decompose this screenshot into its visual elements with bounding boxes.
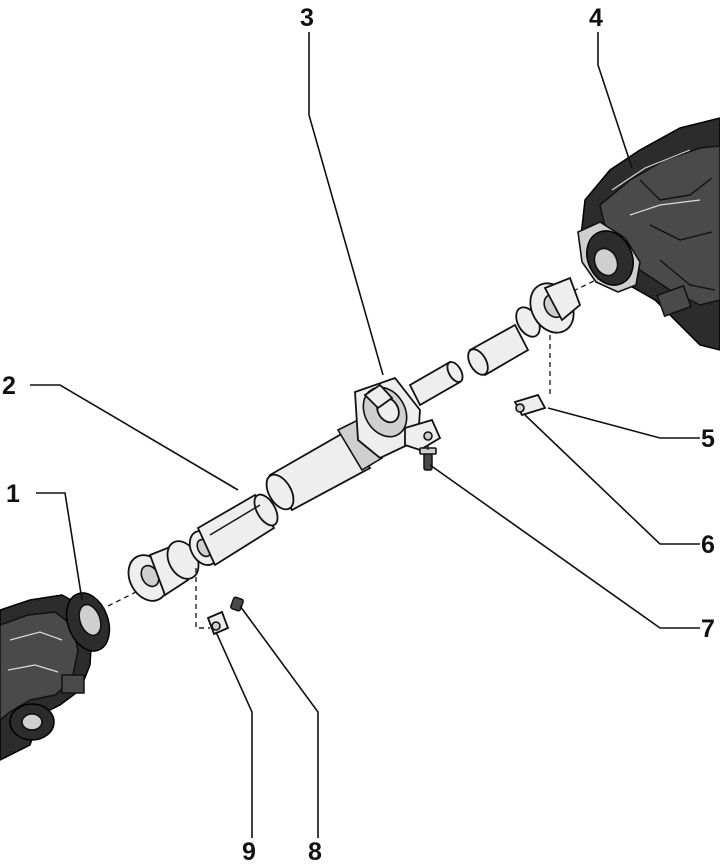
leader-9 [215, 631, 253, 838]
rear-propshaft-tube [196, 493, 279, 567]
transfer-case-housing [577, 117, 720, 351]
final-drive-housing [0, 592, 111, 761]
leader-8 [239, 605, 319, 838]
leader-2 [30, 384, 239, 491]
callout-7: 7 [701, 615, 715, 643]
center-bearing [354, 376, 442, 460]
leader-6 [524, 414, 700, 545]
callout-5: 5 [701, 425, 715, 453]
joint-rear-axis [195, 568, 210, 629]
callout-4: 4 [589, 4, 603, 32]
leader-4 [597, 32, 633, 169]
callout-6: 6 [701, 531, 715, 559]
callout-3: 3 [300, 4, 314, 32]
nut-part-6 [513, 393, 547, 417]
callout-8: 8 [308, 838, 322, 865]
alignment-axis [99, 589, 141, 611]
intermediate-shaft [408, 323, 530, 407]
leader-lines [30, 32, 700, 838]
leader-5 [547, 407, 700, 439]
callout-1: 1 [6, 480, 20, 508]
leader-3 [308, 32, 384, 376]
leader-7 [429, 464, 700, 629]
nut-part-9 [206, 610, 230, 636]
leader-1 [36, 492, 83, 601]
front-propshaft-tube [265, 418, 384, 512]
alignment-axis [564, 277, 601, 296]
front-flex-joint [515, 276, 582, 338]
callout-9: 9 [242, 838, 256, 865]
callout-2: 2 [2, 372, 16, 400]
